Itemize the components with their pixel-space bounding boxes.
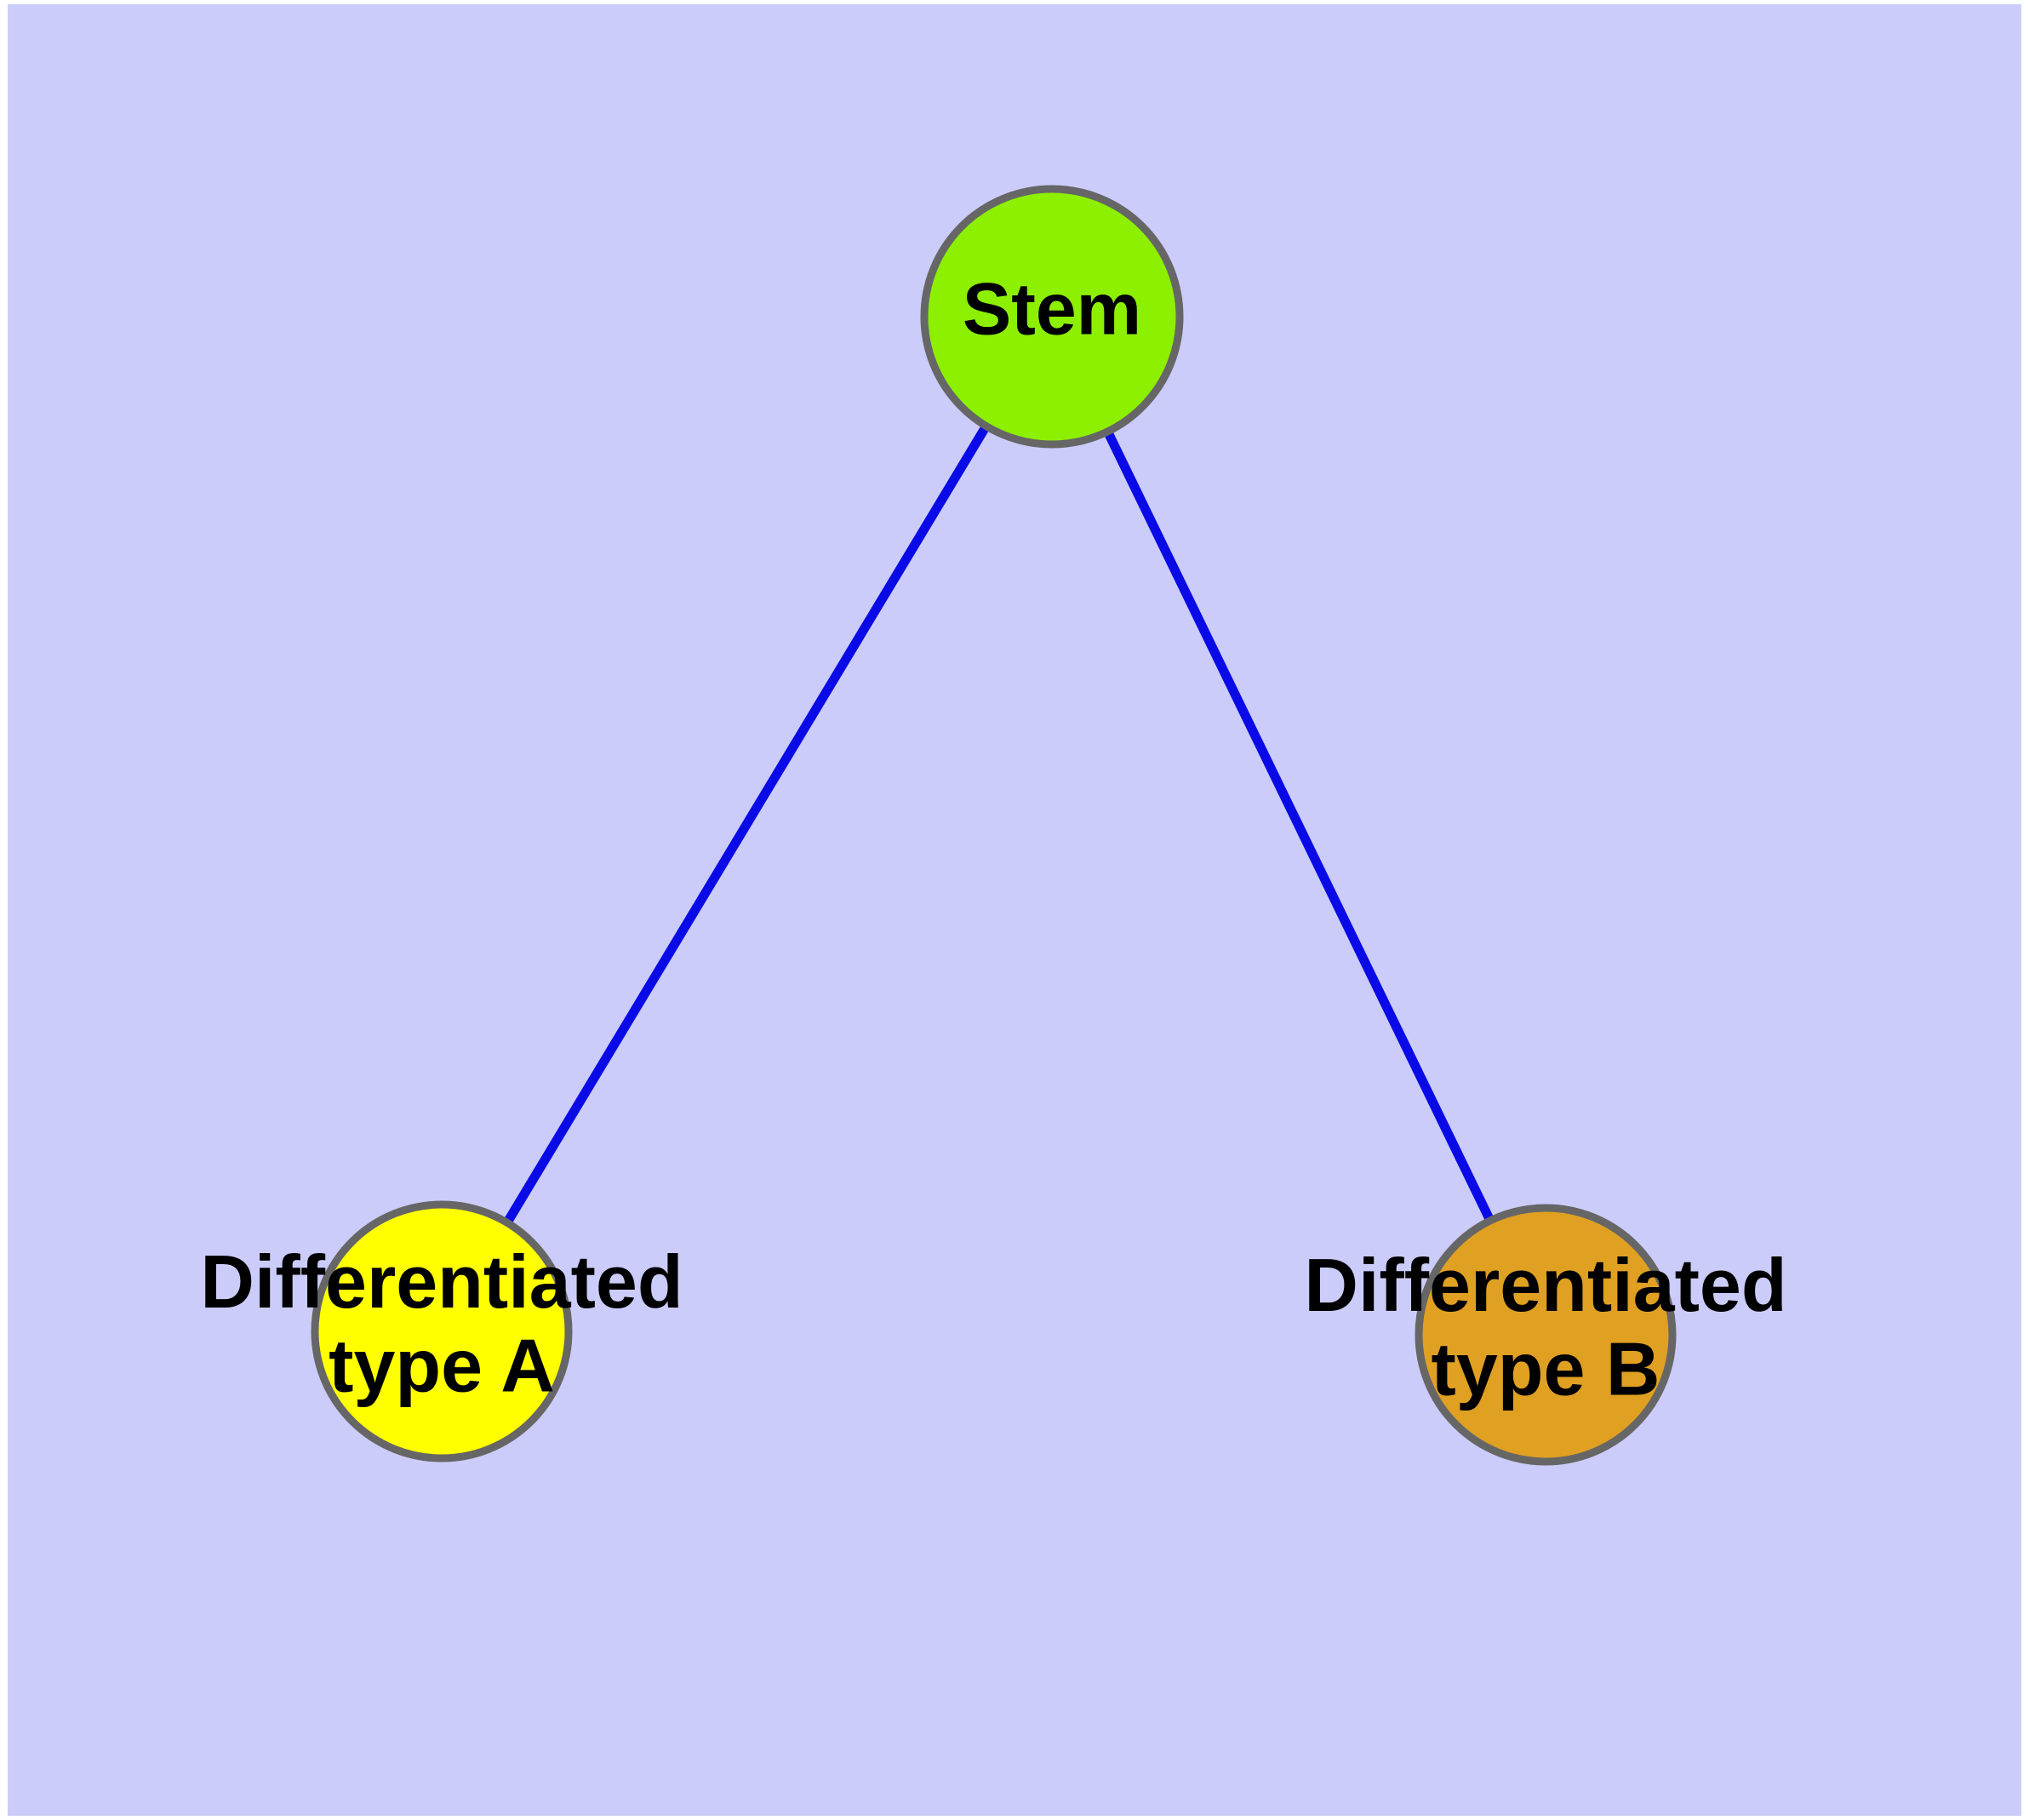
edge-stem-to-diff_b (1101, 426, 1496, 1226)
node-label-stem: Stem (963, 269, 1141, 351)
node-label-line: type B (1432, 1326, 1660, 1411)
edge-stem-to-diff_a (501, 421, 992, 1228)
node-diff_b[interactable] (1415, 1204, 1677, 1466)
nodes-layer (311, 185, 1677, 1466)
node-stem[interactable] (920, 185, 1184, 449)
node-label-line: Differentiated (1304, 1243, 1786, 1327)
node-label-line: type A (329, 1323, 555, 1407)
edges-layer (501, 421, 1496, 1228)
node-diff_a[interactable] (311, 1200, 573, 1462)
node-label-line: Stem (963, 269, 1141, 351)
node-label-line: Differentiated (200, 1239, 683, 1324)
